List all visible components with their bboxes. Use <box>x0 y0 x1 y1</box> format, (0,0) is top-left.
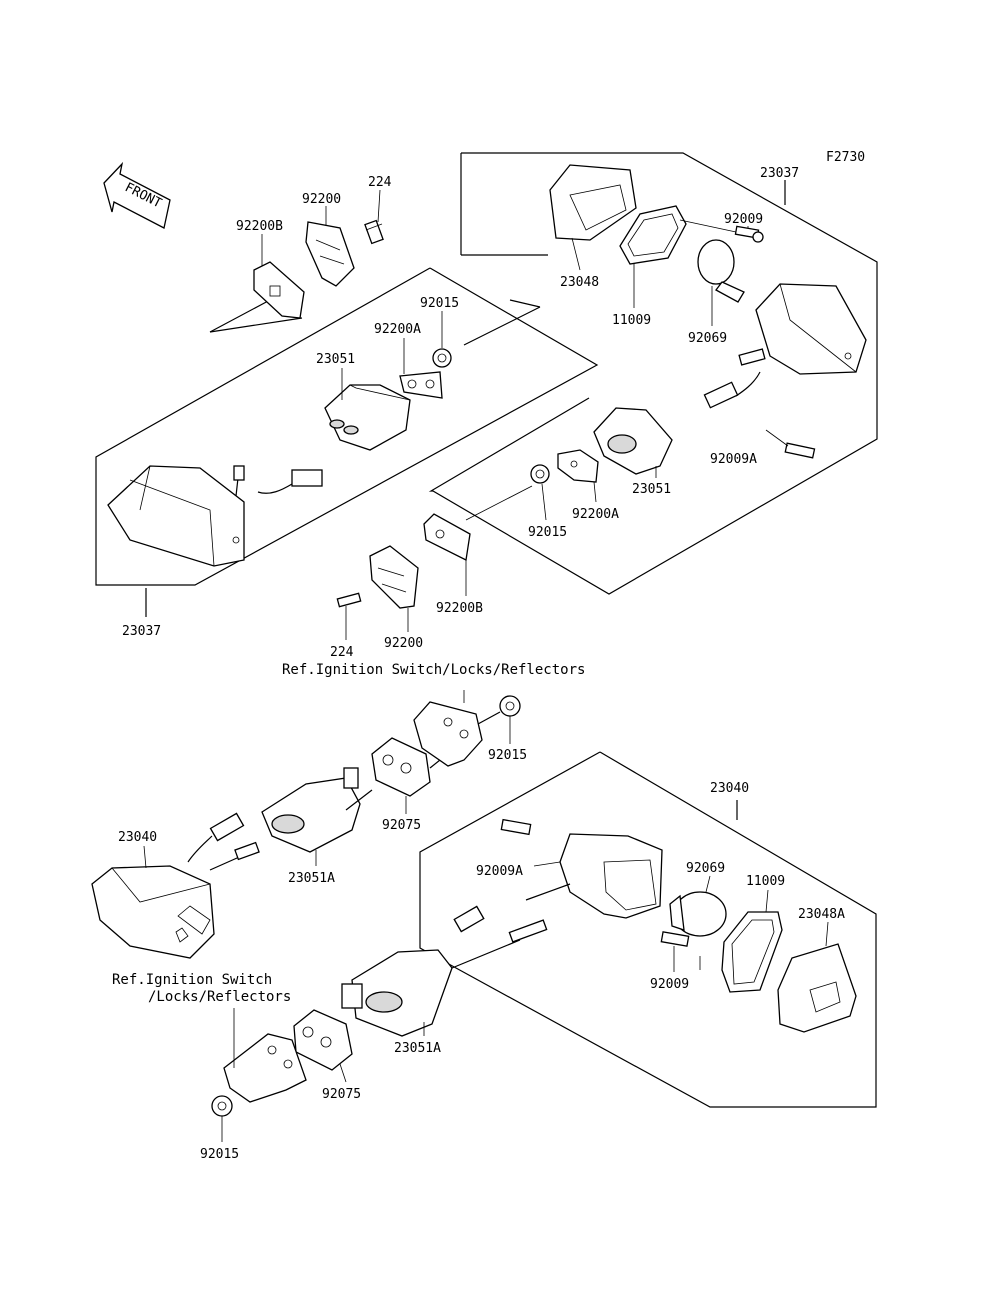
label-23037-left: 23037 <box>122 624 161 639</box>
label-92200A-top: 92200A <box>374 322 421 337</box>
label-23048: 23048 <box>560 275 599 290</box>
label-23037-right: 23037 <box>760 166 799 181</box>
mount-bracket-top <box>413 690 483 767</box>
label-23051-top: 23051 <box>316 352 355 367</box>
plate-92200A-right <box>557 449 599 483</box>
label-92200-mid: 92200 <box>384 636 423 651</box>
screw-224-top <box>364 219 384 245</box>
socket-23051-top <box>324 384 411 451</box>
nut-92015-mid <box>465 464 550 521</box>
bracket-92200B-mid <box>423 513 471 561</box>
socket-23051A-bottom <box>341 949 453 1037</box>
gasket-11009-bottom <box>721 911 783 993</box>
label-11009-bottom: 11009 <box>746 874 785 889</box>
socket-23051-right <box>593 407 673 475</box>
label-92075-top: 92075 <box>382 818 421 833</box>
label-92009-bottom: 92009 <box>650 977 689 992</box>
nut-92015-bottom <box>211 1095 233 1117</box>
label-92015-bottom: 92015 <box>200 1147 239 1162</box>
nut-92015-top <box>432 348 452 368</box>
lens-23048A <box>777 943 857 1033</box>
label-11009-top: 11009 <box>612 313 651 328</box>
label-92069-top: 92069 <box>688 331 727 346</box>
label-23051-right: 23051 <box>632 482 671 497</box>
bulb-92069-bottom <box>669 891 727 937</box>
bracket-92200B-top <box>253 261 305 319</box>
bracket-92200-mid <box>369 545 419 609</box>
nut-92015-ref <box>499 695 521 717</box>
gasket-11009-top <box>619 205 687 265</box>
frame-right-top <box>428 152 878 595</box>
label-92009-top: 92009 <box>724 212 763 227</box>
label-92015-mid: 92015 <box>528 525 567 540</box>
screw-92009A-top <box>765 429 816 459</box>
ref-note-left-line1: Ref.Ignition Switch <box>112 972 272 988</box>
label-23040-right: 23040 <box>710 781 749 796</box>
screw-92009-bottom <box>660 931 690 947</box>
ref-note-top: Ref.Ignition Switch/Locks/Reflectors <box>282 662 585 678</box>
ref-note-left-line2: /Locks/Reflectors <box>148 989 291 1005</box>
label-92200B-top: 92200B <box>236 219 283 234</box>
mount-bracket-bottom <box>223 1008 307 1103</box>
label-92015-top: 92015 <box>420 296 459 311</box>
frame-right-bottom <box>419 751 877 1108</box>
label-92009A-top: 92009A <box>710 452 757 467</box>
bulb-92069-top <box>697 239 745 303</box>
screw-224-mid <box>336 592 362 608</box>
turn-signal-housing-left <box>107 465 323 567</box>
label-224-mid: 224 <box>330 645 354 660</box>
label-92015-ref: 92015 <box>488 748 527 763</box>
label-92069-bottom: 92069 <box>686 861 725 876</box>
label-92200-top: 92200 <box>302 192 341 207</box>
label-224-top: 224 <box>368 175 392 190</box>
spacer-92075-top <box>371 737 431 797</box>
label-92200A-mid: 92200A <box>572 507 619 522</box>
plate-92200A-top <box>399 371 443 399</box>
lens-23048 <box>549 164 637 241</box>
spacer-92075-bottom <box>293 1009 353 1071</box>
label-92075-bottom: 92075 <box>322 1087 361 1102</box>
label-92200B-mid: 92200B <box>436 601 483 616</box>
bracket-92200-top <box>305 221 355 287</box>
turn-signal-housing-right <box>703 283 867 409</box>
turn-signal-lamp-23040-left <box>91 812 260 959</box>
turn-signal-housing-23040-right <box>453 833 663 943</box>
figure-code: F2730 <box>826 150 865 165</box>
label-23051A-left: 23051A <box>288 871 335 886</box>
front-arrow-icon: FRONT <box>103 161 171 229</box>
socket-23051A-left <box>261 767 361 853</box>
frame-left-top <box>95 267 599 586</box>
screw-92009A-bottom <box>500 818 532 836</box>
label-92009A-bottom: 92009A <box>476 864 523 879</box>
label-23051A-bottom: 23051A <box>394 1041 441 1056</box>
screw-92009-top <box>679 219 764 243</box>
label-23040-left: 23040 <box>118 830 157 845</box>
label-23048A: 23048A <box>798 907 845 922</box>
